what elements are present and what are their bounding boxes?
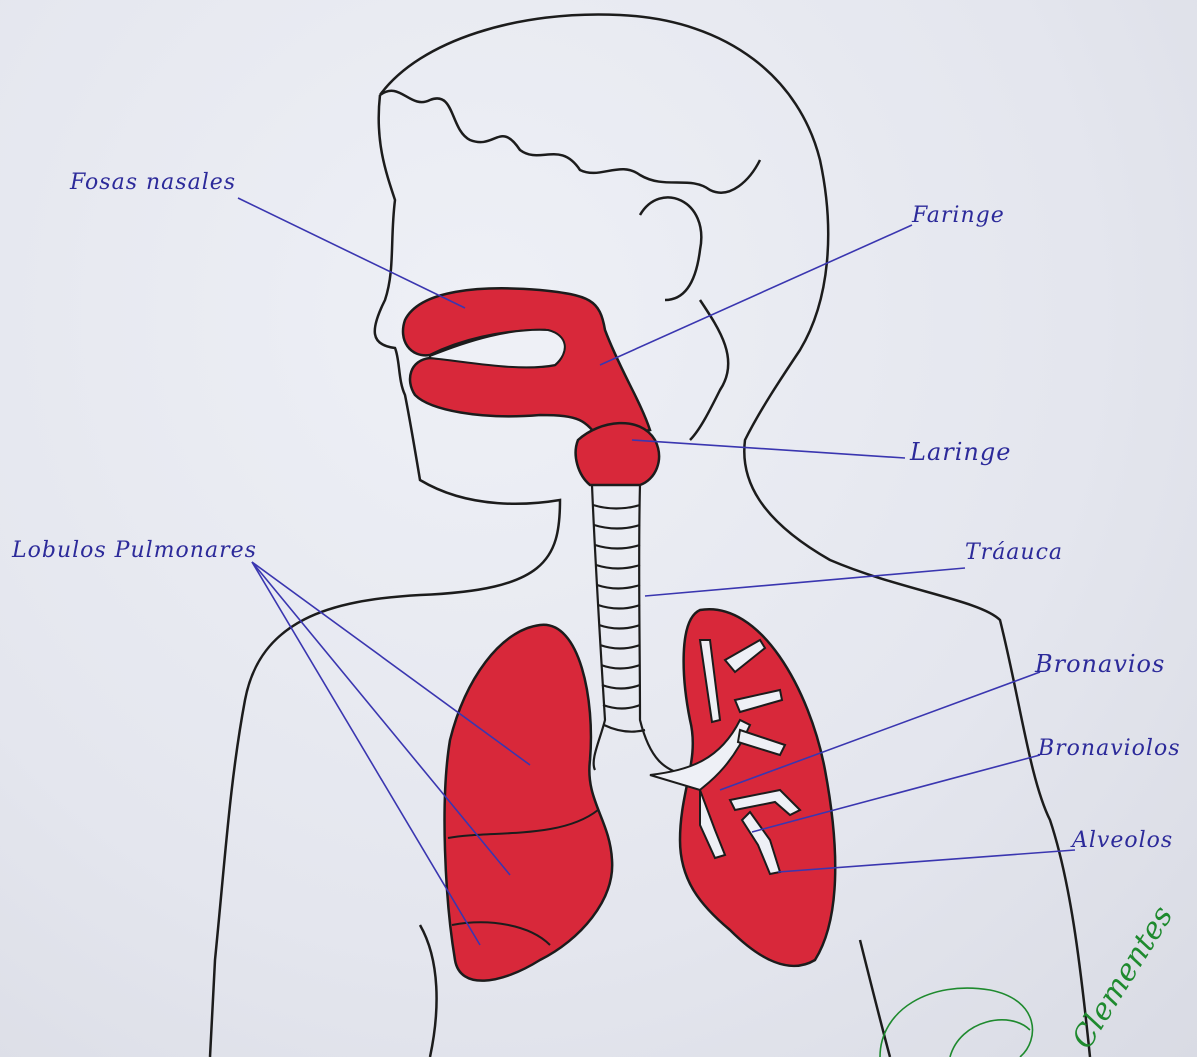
- label-traquea: Tráauca: [965, 542, 1063, 564]
- label-fosas-nasales: Fosas nasales: [70, 172, 236, 194]
- larynx: [576, 423, 659, 485]
- label-alveolos: Alveolos: [1072, 830, 1173, 852]
- label-laringe: Laringe: [910, 440, 1011, 464]
- pointer-lines: [238, 198, 1075, 945]
- arm-left-outline: [420, 925, 437, 1057]
- neck-back-outline: [690, 300, 728, 440]
- arm-right-outline: [860, 940, 890, 1057]
- label-lobulos-pulmonares: Lobulos Pulmonares: [12, 540, 257, 562]
- label-bronquios: Bronavios: [1035, 652, 1165, 676]
- hair-outline: [380, 91, 760, 193]
- trachea: [592, 485, 685, 775]
- signature-scribble: [880, 988, 1032, 1057]
- ear-outline: [640, 197, 701, 300]
- label-faringe: Faringe: [912, 205, 1005, 227]
- label-bronquiolos: Bronaviolos: [1038, 738, 1181, 760]
